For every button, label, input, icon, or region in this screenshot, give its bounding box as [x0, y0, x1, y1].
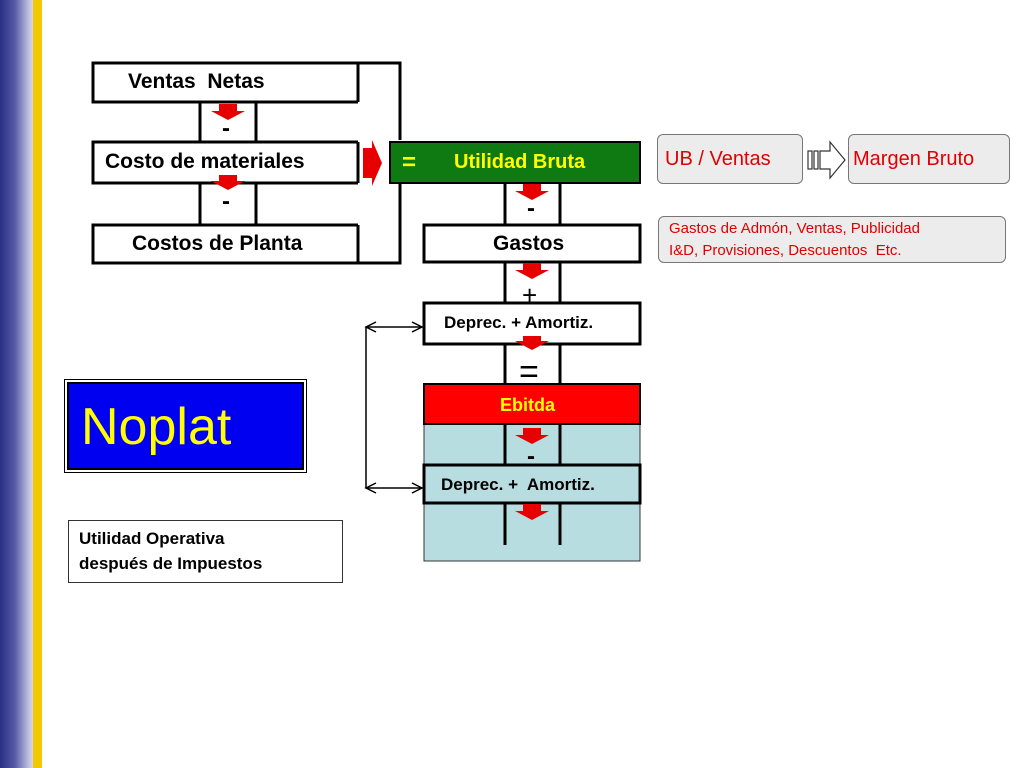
outline-arrow-icon: [807, 140, 846, 180]
minus-sign: -: [527, 443, 535, 470]
noplat-box: Noplat: [64, 379, 307, 473]
down-arrow-icon: [515, 504, 549, 520]
double-arrow-icon: [364, 321, 424, 494]
minus-sign: -: [527, 195, 535, 222]
down-arrow-icon: [211, 175, 245, 190]
ebitda-label: Ebitda: [500, 395, 556, 415]
noplat-definition-line2: después de Impuestos: [79, 554, 263, 573]
gastos-detalle-line2: I&D, Provisiones, Descuentos Etc.: [669, 242, 902, 259]
utilidad-bruta-label: Utilidad Bruta: [454, 151, 586, 173]
noplat-title: Noplat: [81, 398, 232, 456]
gastos-label: Gastos: [493, 232, 565, 255]
margen-bruto-label: Margen Bruto: [853, 148, 975, 170]
noplat-definition-box: Utilidad Operativa después de Impuestos: [68, 520, 343, 583]
costo-materiales-label: Costo de materiales: [105, 150, 305, 173]
down-arrow-icon: [515, 263, 549, 279]
ub-ventas-box: UB / Ventas: [657, 134, 803, 184]
deprec-amortiz-label: Deprec. + Amortiz.: [441, 475, 595, 494]
gastos-detalle-line1: Gastos de Admón, Ventas, Publicidad: [669, 220, 920, 237]
noplat-definition-line1: Utilidad Operativa: [79, 529, 225, 548]
ebitda-bar: [423, 383, 641, 425]
ub-ventas-label: UB / Ventas: [665, 148, 771, 170]
equals-sign: =: [519, 353, 539, 391]
left-stack-frame: [91, 61, 402, 265]
plus-sign: +: [522, 280, 538, 310]
right-arrow-icon: [363, 140, 382, 186]
down-arrow-icon: [515, 184, 549, 200]
deprec-amortiz-label: Deprec. + Amortiz.: [444, 313, 594, 332]
down-arrow-icon: [515, 428, 549, 444]
minus-sign: -: [222, 115, 230, 142]
down-arrow-icon: [211, 104, 245, 120]
ventas-netas-label: Ventas Netas: [128, 70, 265, 93]
minus-sign: -: [222, 188, 230, 215]
gastos-detalle-box: Gastos de Admón, Ventas, Publicidad I&D,…: [658, 216, 1006, 263]
margen-bruto-box: Margen Bruto: [848, 134, 1010, 184]
equals-sign: =: [402, 149, 417, 176]
sidebar-gradient: [0, 0, 33, 768]
lower-stack-background: [423, 423, 641, 562]
costos-planta-label: Costos de Planta: [132, 232, 303, 255]
down-arrow-icon: [515, 336, 549, 350]
gold-accent-bar: [33, 0, 42, 768]
utilidad-bruta-bar: [389, 141, 641, 184]
